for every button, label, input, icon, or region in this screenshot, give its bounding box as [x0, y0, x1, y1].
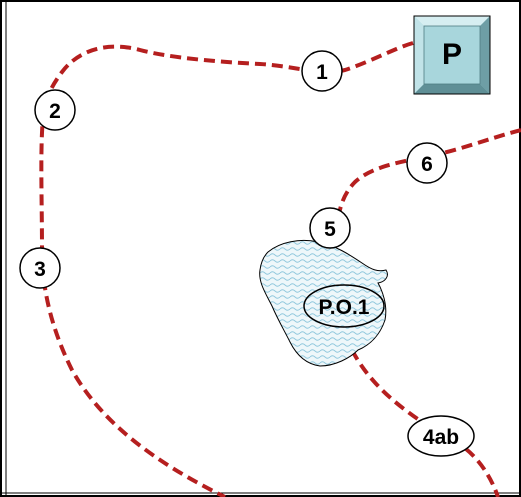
waypoint-4ab-label: 4ab	[423, 426, 459, 449]
waypoint-2-label: 2	[49, 100, 61, 123]
waypoint-6-label: 6	[421, 153, 433, 176]
waypoint-5-label: 5	[324, 218, 336, 241]
waypoint-3-label: 3	[34, 258, 46, 281]
parking-icon[interactable]: P	[413, 15, 491, 95]
waypoint-5-marker[interactable]: 5	[309, 207, 351, 249]
waypoint-4ab-marker[interactable]: 4ab	[407, 415, 475, 457]
parking-label: P	[442, 38, 462, 71]
poi-label: P.O.1	[319, 296, 370, 319]
waypoint-3-marker[interactable]: 3	[19, 247, 61, 289]
waypoint-2-marker[interactable]: 2	[34, 89, 76, 131]
waypoint-1-label: 1	[316, 61, 328, 84]
waypoint-1-marker[interactable]: 1	[301, 50, 343, 92]
route-main	[39, 41, 414, 497]
poi-marker[interactable]: P.O.1	[303, 284, 385, 328]
waypoint-6-marker[interactable]: 6	[406, 142, 448, 184]
poi-area	[259, 239, 388, 367]
